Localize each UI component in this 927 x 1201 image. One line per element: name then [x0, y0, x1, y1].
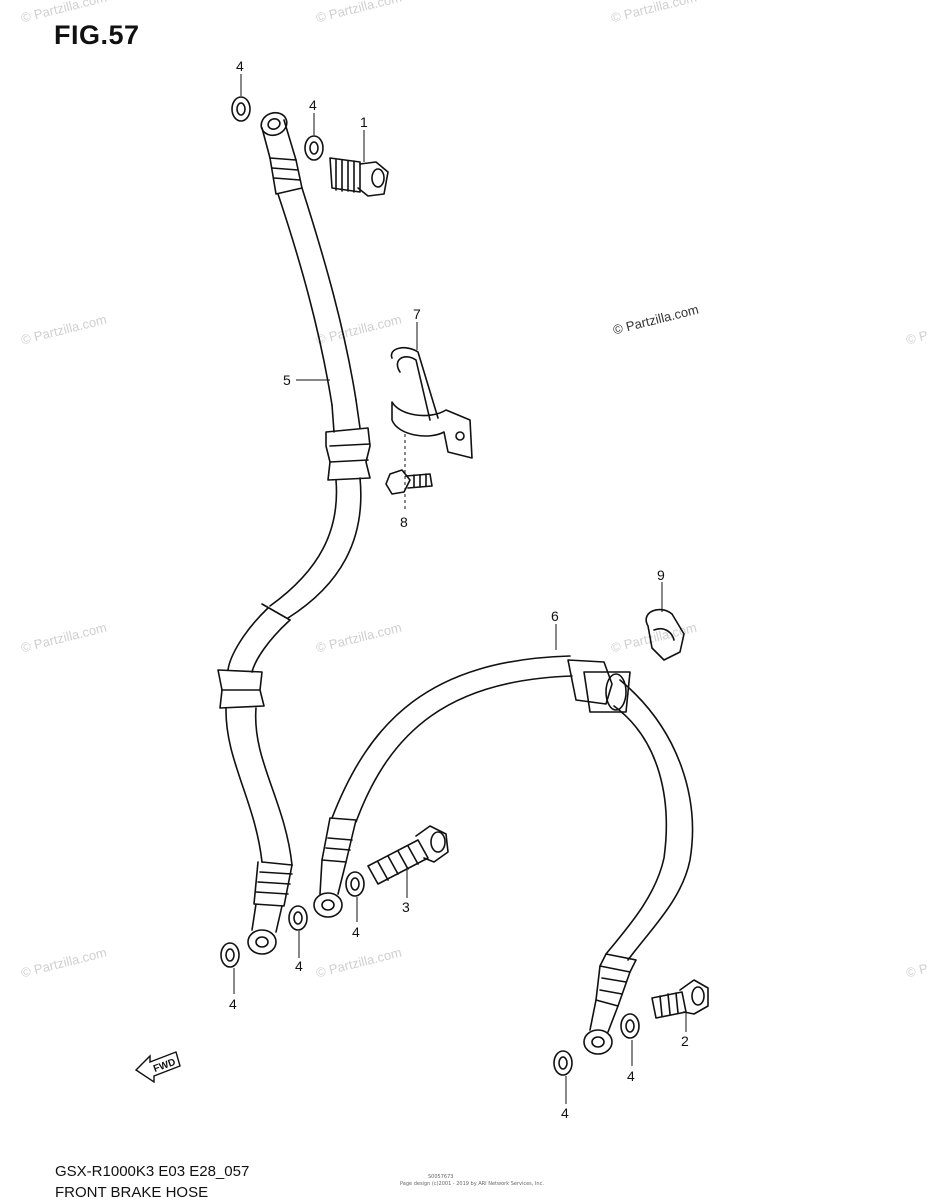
- callout-3: 3: [402, 899, 410, 915]
- part-1-union-bolt: [329, 157, 389, 197]
- part-3-union-bolt: [367, 825, 449, 885]
- callout-4: 4: [561, 1105, 569, 1121]
- part-4-washer: [231, 96, 251, 122]
- callout-4: 4: [295, 958, 303, 974]
- part-7-hose-bracket: [390, 346, 473, 459]
- part-4-washer: [620, 1013, 640, 1039]
- model-code: GSX-R1000K3 E03 E28_057: [55, 1163, 250, 1180]
- callout-7: 7: [413, 306, 421, 322]
- part-2-union-bolt: [651, 979, 709, 1019]
- callout-8: 8: [400, 514, 408, 530]
- callout-4: 4: [309, 97, 317, 113]
- callout-4: 4: [627, 1068, 635, 1084]
- part-4-washer: [288, 905, 308, 931]
- callout-6: 6: [551, 608, 559, 624]
- fwd-arrow-icon: FWD: [134, 1051, 181, 1084]
- part-4-washer: [345, 871, 365, 897]
- part-4-washer: [553, 1050, 573, 1076]
- callout-5: 5: [283, 372, 291, 388]
- tiny-credit: Page design (c)2001 - 2019 by ARI Networ…: [400, 1181, 544, 1187]
- figure-title: FIG.57: [54, 20, 140, 50]
- callout-1: 1: [360, 114, 368, 130]
- part-9-clamp: [645, 608, 685, 661]
- part-6-lower-hose: [313, 655, 694, 1055]
- callout-9: 9: [657, 567, 665, 583]
- leader-lines: [233, 74, 687, 1104]
- part-8-bolt: [385, 469, 433, 495]
- callout-4: 4: [229, 996, 237, 1012]
- callout-2: 2: [681, 1033, 689, 1049]
- callout-4: 4: [352, 924, 360, 940]
- callout-4: 4: [236, 58, 244, 74]
- figure-name: FRONT BRAKE HOSE: [55, 1184, 209, 1201]
- part-4-washer: [220, 942, 240, 968]
- part-5-upper-hose: [217, 111, 371, 955]
- part-4-washer: [304, 135, 324, 161]
- tiny-code: S0057673: [428, 1174, 454, 1180]
